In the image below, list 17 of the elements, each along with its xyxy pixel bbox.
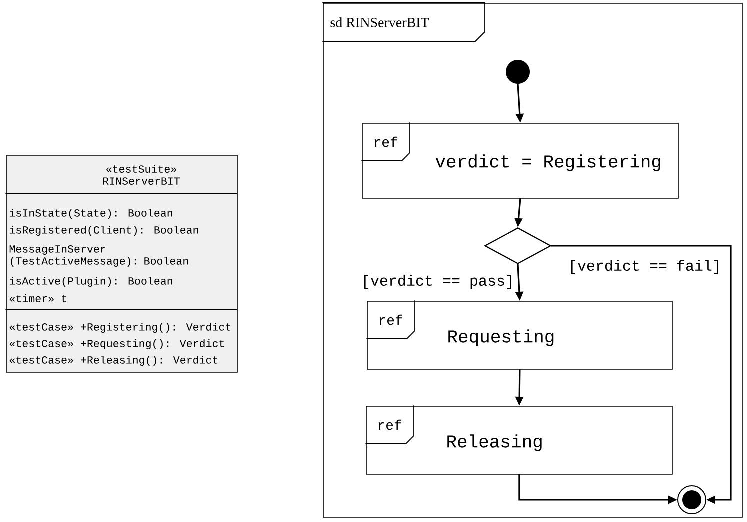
guard-label: [verdict == pass] xyxy=(360,274,516,290)
attribute-text: isActive(Plugin): Boolean xyxy=(10,276,172,288)
reference-box: ref Requesting xyxy=(366,300,673,370)
attribute-text: MessageInServer (TestActiveMessage): Boolean xyxy=(10,246,188,268)
operation-text: «testCase» +Requesting(): Verdict xyxy=(10,339,224,350)
reference-box: ref Releasing xyxy=(366,406,673,475)
attribute-text: isInState(State): Boolean xyxy=(10,208,172,220)
operation-text: «testCase» +Releasing(): Verdict xyxy=(10,356,218,366)
arrow xyxy=(550,245,732,504)
guard-label: [verdict == fail] xyxy=(568,259,723,275)
initial-node xyxy=(506,60,530,84)
attribute-text: isRegistered(Client): Boolean xyxy=(10,226,198,236)
class-name: «testSuite» RINServerBIT xyxy=(103,165,180,185)
operation-text: «testCase» +Registering(): Verdict xyxy=(10,322,231,334)
final-node xyxy=(678,486,706,514)
attribute-text: «timer» t xyxy=(10,294,66,302)
reference-box: ref verdict = Registering xyxy=(362,122,679,199)
